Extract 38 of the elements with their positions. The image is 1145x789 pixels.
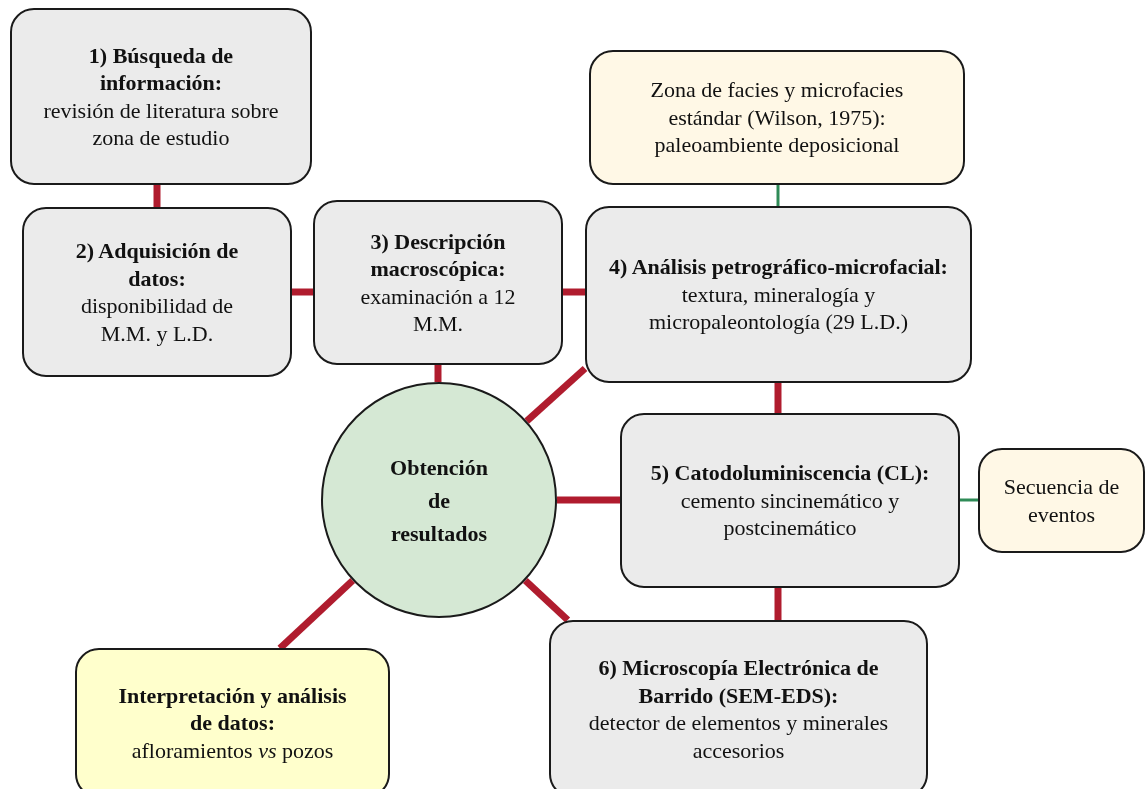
step-description: revisión de literatura sobre zona de estudio bbox=[42, 96, 280, 152]
connector-line bbox=[153, 185, 161, 207]
step-description: disponibilidad de M.M. y L.D. bbox=[79, 292, 235, 347]
connector-line bbox=[557, 496, 620, 504]
connector-line bbox=[960, 498, 978, 502]
process-box bbox=[620, 413, 960, 588]
connector-line bbox=[774, 383, 782, 413]
process-box bbox=[585, 206, 972, 383]
connector-line bbox=[563, 288, 585, 296]
step-heading: Interpretación y análisis de datos: bbox=[117, 681, 348, 737]
process-box bbox=[75, 648, 390, 789]
process-box bbox=[589, 50, 965, 185]
node-label: Obtención de resultados bbox=[389, 453, 489, 548]
connector-line bbox=[277, 577, 356, 651]
step-heading: 3) Descripción macroscópica: bbox=[369, 227, 507, 283]
process-box bbox=[978, 448, 1145, 553]
step-description: afloramientos vs pozos bbox=[131, 736, 334, 765]
step-description: cemento sincinemático y postcinemático bbox=[679, 486, 901, 542]
connector-line bbox=[774, 588, 782, 620]
connector-line bbox=[292, 288, 313, 296]
connector-line bbox=[522, 577, 571, 623]
step-heading: 4) Análisis petrográfico-microfacial: bbox=[609, 253, 948, 281]
step-heading: 2) Adquisición de datos: bbox=[74, 237, 240, 292]
node-label: Zona de facies y microfacies estándar (Wilson, 1975): paleoambiente deposicional bbox=[649, 76, 905, 159]
connector-line bbox=[434, 365, 442, 382]
step-heading: 6) Microscopía Electrónica de Barrido (SEM-EDS): bbox=[597, 654, 880, 709]
process-box bbox=[313, 200, 563, 365]
process-box bbox=[549, 620, 928, 789]
step-description: detector de elementos y minerales accesorios bbox=[587, 709, 890, 764]
step-description: textura, mineralogía y micropaleontología (29 L.D.) bbox=[647, 280, 909, 336]
step-heading: 5) Catodoluminiscencia (CL): bbox=[650, 459, 930, 487]
connector-line bbox=[524, 365, 588, 424]
node-label: Secuencia de eventos bbox=[1002, 473, 1121, 528]
process-box bbox=[22, 207, 292, 377]
step-description: examinación a 12 M.M. bbox=[359, 282, 517, 338]
step-heading: 1) Búsqueda de información: bbox=[87, 41, 235, 97]
connector-line bbox=[776, 185, 780, 206]
process-box bbox=[10, 8, 312, 185]
